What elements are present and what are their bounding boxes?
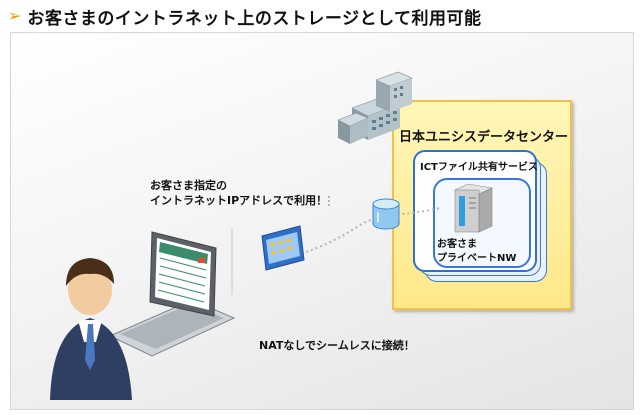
nat-caption: NATなしでシームレスに接続！ [259, 339, 415, 352]
intranet-ip-caption: お客さま指定の イントラネットIPアドレスで利用！ [150, 179, 328, 207]
user-person-icon [50, 258, 132, 400]
network-switch-icon [261, 225, 305, 271]
connection-line [291, 207, 441, 258]
private-network-label: お客さま プライベートNW [437, 239, 517, 264]
server-icon [453, 183, 494, 233]
storage-disk-icon [372, 198, 400, 230]
page-heading: ➢ お客さまのイントラネット上のストレージとして利用可能 [8, 3, 482, 29]
page-title: お客さまのイントラネット上のストレージとして利用可能 [27, 8, 482, 29]
laptop-icon [108, 231, 236, 357]
arrow-bullet-icon: ➢ [8, 6, 22, 25]
ict-service-label: ICTファイル共有サービス [420, 162, 538, 173]
datacenter-label: 日本ユニシスデータセンター [399, 130, 569, 145]
building-icon [337, 71, 413, 144]
